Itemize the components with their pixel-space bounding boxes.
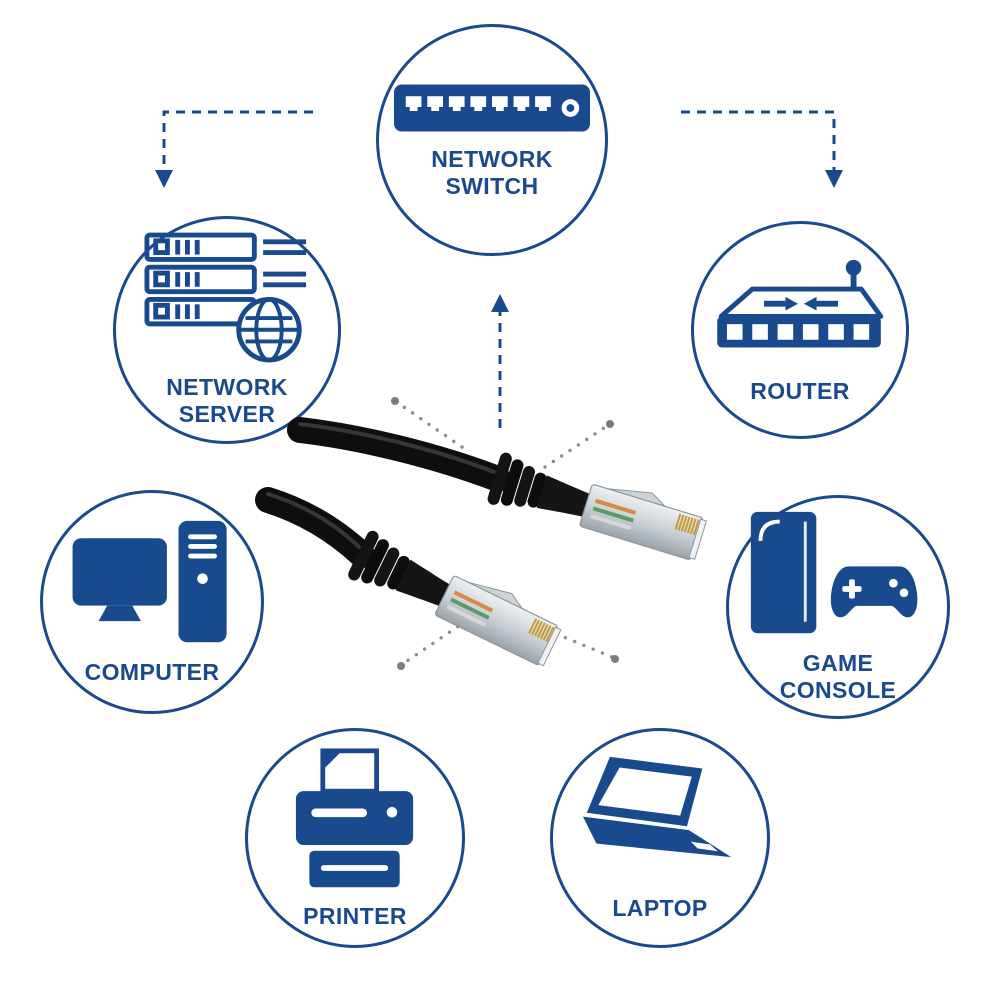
node-laptop: LAPTOP — [550, 728, 770, 948]
node-printer: PRINTER — [245, 728, 465, 948]
computer-icon — [72, 519, 232, 649]
arrowhead-down-right — [825, 170, 843, 188]
rj45-connector-lower — [255, 487, 567, 673]
printer-icon — [290, 747, 420, 893]
node-label: LAPTOP — [612, 894, 708, 921]
arrowhead-up-center — [491, 294, 509, 312]
arrowhead-down-left — [155, 170, 173, 188]
dashed-arrow-switch-to-router — [681, 110, 836, 172]
node-label: COMPUTER — [84, 658, 220, 685]
node-router: ROUTER — [691, 221, 909, 439]
node-label: NETWORK SWITCH — [431, 146, 553, 199]
node-label: PRINTER — [303, 902, 407, 929]
game-console-icon — [748, 510, 928, 640]
node-label: ROUTER — [750, 377, 850, 404]
network-switch-icon — [394, 80, 590, 136]
router-icon — [707, 256, 893, 368]
node-game-console: GAME CONSOLE — [726, 495, 950, 719]
node-computer: COMPUTER — [40, 490, 264, 714]
network-server-icon — [144, 232, 310, 364]
dashed-arrow-switch-to-server — [162, 110, 313, 172]
node-network-switch: NETWORK SWITCH — [376, 24, 608, 256]
node-label: GAME CONSOLE — [779, 650, 897, 703]
node-network-server: NETWORK SERVER — [113, 216, 341, 444]
laptop-icon — [577, 755, 743, 885]
ethernet-cable-image — [255, 417, 711, 673]
node-label: NETWORK SERVER — [166, 374, 288, 427]
rj45-connector-upper — [287, 417, 711, 567]
